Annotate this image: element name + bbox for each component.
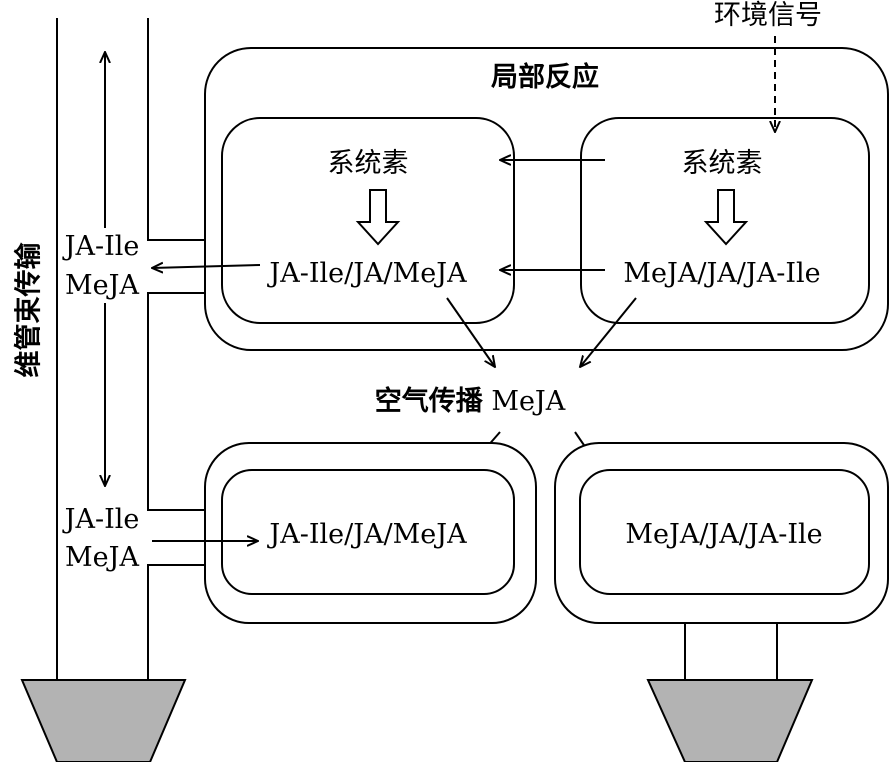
- top-right-hollow-arrow: [703, 189, 749, 246]
- bottom-right-compounds: MeJA/JA/JA-Ile: [625, 519, 822, 550]
- top-left-systemin: 系统素: [328, 148, 409, 179]
- top-left-compounds: JA-Ile/JA/MeJA: [266, 258, 467, 289]
- side-label-upper-line1: JA-Ile: [62, 231, 140, 262]
- airborne-compound: MeJA: [491, 386, 565, 417]
- side-label-upper-line2: MeJA: [65, 270, 139, 301]
- left-plant-stem: [56, 18, 205, 680]
- airborne-spacer: [483, 386, 492, 417]
- side-label-lower-line2: MeJA: [65, 542, 139, 573]
- top-right-systemin: 系统素: [682, 148, 763, 179]
- left-to-airborne-arrow: [446, 297, 495, 367]
- right-plant-stem: [684, 622, 778, 680]
- bottom-right-inner-box: [579, 469, 870, 595]
- top-left-leaf-box: [221, 117, 515, 324]
- left-plant-pot: [20, 679, 187, 762]
- bottom-left-compounds: JA-Ile/JA/MeJA: [266, 519, 467, 550]
- right-to-airborne-arrow: [580, 297, 637, 367]
- top-right-compounds: MeJA/JA/JA-Ile: [623, 258, 820, 289]
- airborne-label-text: 空气传播: [375, 385, 484, 417]
- environment-signal-label: 环境信号: [714, 0, 822, 31]
- export-to-vascular-arrow: [152, 265, 261, 268]
- top-left-hollow-arrow: [355, 189, 401, 246]
- local-response-title: 局部反应: [491, 61, 599, 93]
- bottom-left-inner-box: [221, 469, 515, 595]
- side-label-lower-line1: JA-Ile: [62, 504, 140, 535]
- right-plant-pot: [646, 679, 814, 762]
- airborne-label: 空气传播 MeJA: [375, 385, 566, 417]
- vascular-transport-label: 维管束传输: [13, 242, 45, 378]
